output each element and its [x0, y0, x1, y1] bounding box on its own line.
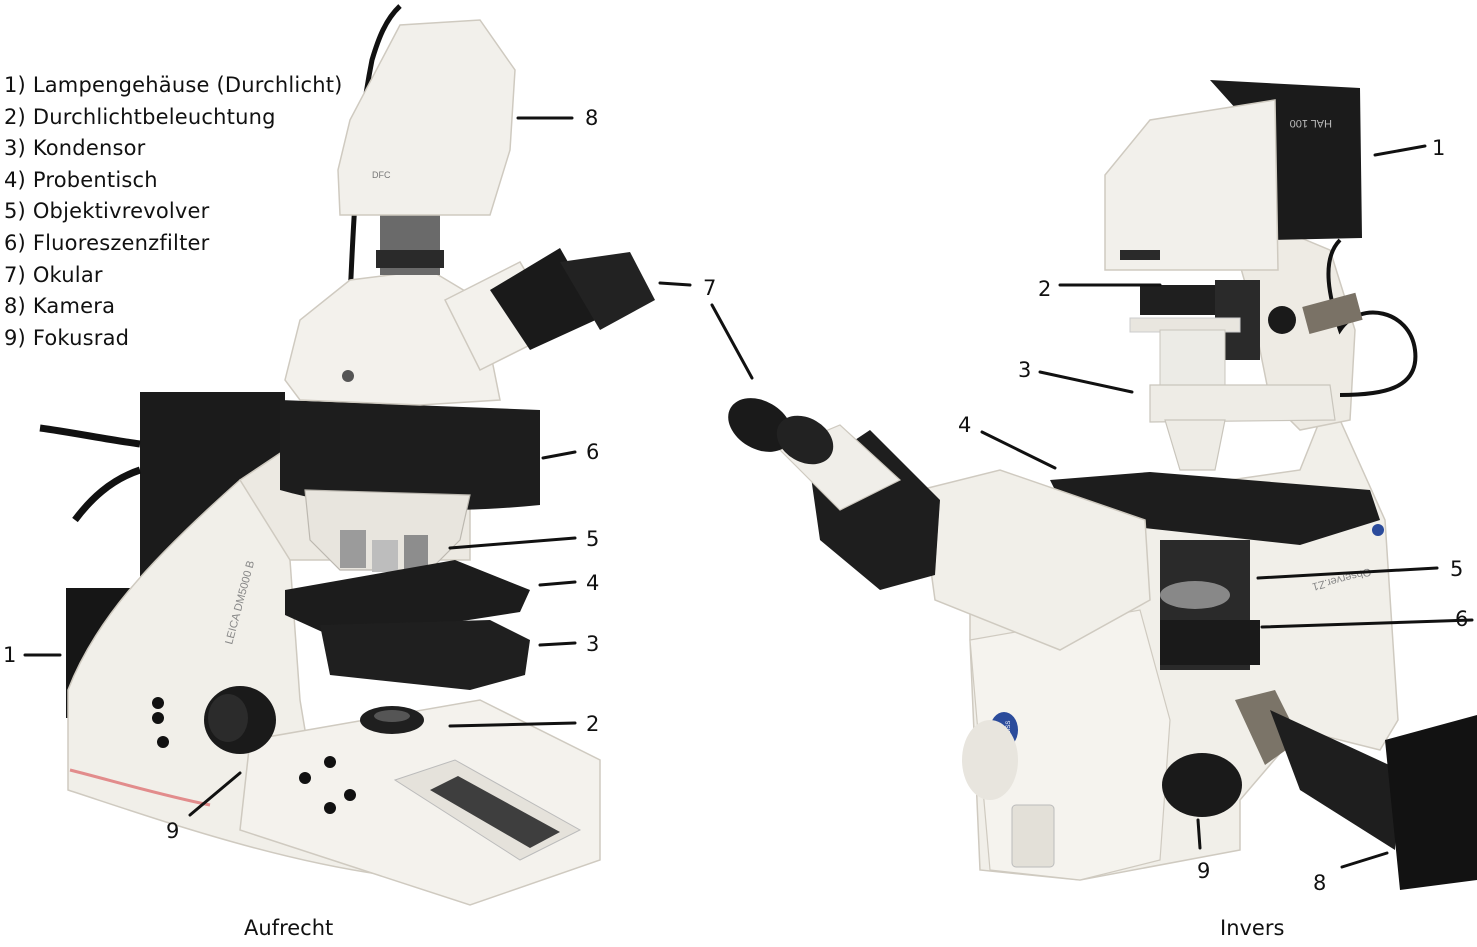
leader-inverted-9 — [1196, 818, 1202, 850]
callout-inverted-6: 6 — [1455, 607, 1468, 631]
leader-inverted-6 — [1260, 618, 1474, 629]
callout-upright-3: 3 — [586, 632, 599, 656]
inverted-camera-tube — [1270, 710, 1400, 850]
inverted-control-panel — [1011, 804, 1055, 868]
leader-upright-3 — [538, 641, 577, 647]
upright-head-knob — [342, 370, 354, 382]
callout-upright-4: 4 — [586, 571, 599, 595]
objective-2 — [372, 540, 398, 572]
callout-inverted-4: 4 — [958, 413, 971, 437]
inverted-zeiss-logo-text: ZEISS — [1006, 721, 1012, 738]
upright-condenser — [320, 620, 530, 690]
upright-panel-button-1 — [152, 697, 164, 709]
leader-upright-7 — [658, 281, 692, 287]
upright-power-cable-lower — [72, 466, 142, 523]
inverted-binocular-body — [919, 469, 1151, 651]
component-legend: 1) Lampengehäuse (Durchlicht) 2) Durchli… — [4, 70, 343, 354]
legend-item-objective-revolver: 5) Objektivrevolver — [4, 199, 210, 224]
upright-camera-label: DFC — [372, 170, 391, 180]
legend-item-stage: 4) Probentisch — [4, 167, 158, 192]
inverted-focus-knob — [1162, 753, 1242, 817]
upright-eyepiece-right — [560, 252, 655, 330]
callout-upright-9: 9 — [166, 819, 179, 843]
leader-inverted-3 — [1038, 370, 1134, 394]
inverted-eyepiece-right — [776, 415, 834, 465]
upright-power-cable — [39, 424, 141, 448]
callout-inverted-5: 5 — [1450, 557, 1463, 581]
callout-upright-6: 6 — [586, 440, 599, 464]
upright-panel-button-2 — [152, 712, 164, 724]
legend-item-focus-knob: 9) Fokusrad — [4, 325, 130, 350]
inverted-eyepiece-left — [728, 398, 792, 452]
inverted-lamp-collector — [1104, 99, 1279, 271]
leader-inverted-1 — [1373, 144, 1427, 157]
legend-item-transmitted-light: 2) Durchlichtbeleuchtung — [4, 104, 276, 129]
upright-field-diaphragm-inner — [374, 710, 410, 722]
callout-inverted-9: 9 — [1197, 859, 1210, 883]
upright-panel-button-4 — [324, 756, 336, 768]
upright-base-stripe — [69, 768, 211, 807]
inverted-condenser — [1159, 329, 1226, 391]
upright-panel-button-5 — [299, 772, 311, 784]
legend-item-eyepiece: 7) Okular — [4, 262, 103, 287]
inverted-collector-slot — [1120, 250, 1160, 260]
leader-upright-4 — [538, 580, 577, 587]
inverted-adjust-knob — [1268, 306, 1296, 334]
legend-item-condenser: 3) Kondensor — [4, 136, 146, 161]
inverted-condenser-lens — [1164, 419, 1226, 471]
callout-upright-1: 1 — [3, 643, 16, 667]
inverted-cable-connector — [1302, 292, 1363, 334]
caption-upright: Aufrecht — [244, 916, 334, 940]
leader-upright-5 — [448, 536, 577, 550]
caption-inverted: Invers — [1220, 916, 1285, 940]
callout-upright-7: 7 — [703, 276, 716, 300]
inverted-zeiss-badge-side — [1372, 524, 1384, 536]
callout-numbers: 8 7 6 5 4 3 2 1 9 1 2 3 4 5 6 9 8 — [3, 106, 1468, 895]
objective-1 — [340, 530, 366, 568]
inverted-camera — [1385, 715, 1477, 890]
upright-focus-knob-face — [208, 694, 248, 742]
callout-inverted-2: 2 — [1038, 277, 1051, 301]
upright-panel-button-6 — [344, 789, 356, 801]
leader-inverted-4 — [980, 430, 1057, 470]
callout-inverted-1: 1 — [1432, 136, 1445, 160]
upright-display — [430, 776, 560, 848]
upright-microscope: DFC LEICA DM5000 B — [39, 4, 655, 906]
leader-inverted-5 — [1256, 566, 1439, 580]
upright-camera — [337, 19, 516, 216]
leader-inverted-7 — [710, 303, 754, 380]
inverted-lamp-label: HAL 100 — [1290, 117, 1332, 129]
callout-inverted-3: 3 — [1018, 358, 1031, 382]
inverted-microscope: HAL 100 Observer.Z1 ZEISS — [728, 80, 1477, 890]
leader-inverted-8 — [1340, 851, 1389, 869]
upright-panel-button-7 — [324, 802, 336, 814]
objective-3 — [404, 535, 428, 569]
inverted-fluorescence-filter — [1160, 620, 1260, 665]
upright-stage — [285, 560, 530, 640]
legend-item-camera: 8) Kamera — [4, 294, 116, 319]
legend-item-fluorescence-filter: 6) Fluoreszenzfilter — [4, 230, 210, 255]
callout-upright-2: 2 — [586, 712, 599, 736]
fluorescence-filter-turret — [280, 400, 540, 510]
inverted-condenser-ring — [1149, 384, 1336, 423]
leader-upright-6 — [541, 450, 577, 460]
legend-item-lamp-housing: 1) Lampengehäuse (Durchlicht) — [4, 73, 343, 97]
inverted-side-port-cover — [962, 720, 1018, 800]
leader-upright-2 — [448, 721, 577, 728]
callout-upright-5: 5 — [586, 527, 599, 551]
upright-panel-button-3 — [157, 736, 169, 748]
leader-upright-9 — [188, 771, 242, 817]
callout-inverted-8: 8 — [1313, 871, 1326, 895]
inverted-lamp-cable — [1326, 238, 1418, 397]
leader-lines — [23, 116, 1474, 869]
inverted-objective-revolver — [1160, 581, 1230, 609]
camera-adapter-ring — [376, 250, 444, 268]
callout-upright-8: 8 — [585, 106, 598, 130]
